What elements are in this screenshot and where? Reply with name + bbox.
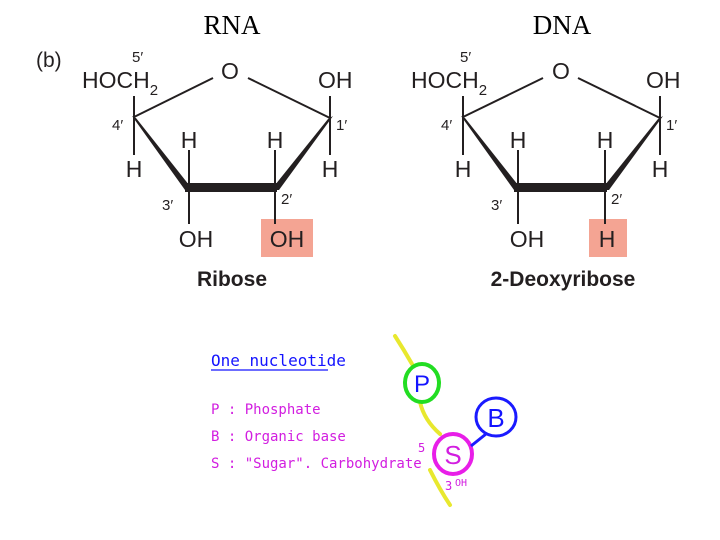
panel-label: (b) [36,49,62,72]
ribose-ring-o: O [221,58,239,84]
ribose-wedge-c1-c2 [271,116,333,190]
deoxyribose-bond-c3-c2 [514,183,607,192]
deoxyribose-c4-label: 4′ [441,117,452,134]
three-prime-marker: 3 [445,479,452,493]
deoxyribose-ring-o: O [552,58,570,84]
ribose-c2-label: 2′ [281,191,292,208]
ribose-h-c2-up: H [267,127,284,153]
rna-title: RNA [203,10,261,40]
ribose-structure: 5′ HOCH2 O OH 1′ 4′ H H H H 3′ 2′ OH OH … [82,49,353,291]
ribose-h-c4-down: H [126,156,143,182]
nucleotide-sketch: One nucleotide P : Phosphate B : Organic… [211,334,518,507]
deoxyribose-top-right-oh: OH [646,67,681,93]
deoxyribose-c3-label: 3′ [491,197,502,214]
dna-title: DNA [533,10,592,40]
ribose-bond-o-c1 [247,77,331,119]
ribose-bottom-right-oh: OH [270,226,305,252]
ribose-h-c1-down: H [322,156,339,182]
ribose-bond-c4-o [133,77,214,118]
backbone-mid-stroke [418,400,442,436]
deoxyribose-h-c4-down: H [455,156,472,182]
ribose-c1-label: 1′ [336,117,347,134]
ribose-bond-c3-c2 [185,183,277,192]
ribose-name: Ribose [197,268,267,291]
sugar-symbol: S [444,440,461,470]
deoxyribose-bond-o-c1 [577,77,661,119]
ribose-h-c3-up: H [181,127,198,153]
deoxyribose-h-c3-up: H [510,127,527,153]
sugar-circle [432,432,474,476]
ribose-c3-label: 3′ [162,197,173,214]
deoxyribose-structure: 5′ HOCH2 O OH 1′ 4′ H H H H 3′ 2′ OH H 2… [411,49,681,291]
three-oh-label: OH [455,478,467,489]
ribose-2oh-highlight [261,219,313,257]
deoxyribose-bottom-left-oh: OH [510,226,545,252]
phosphate-circle [403,362,441,404]
deoxyribose-hoch2: HOCH2 [411,67,487,99]
sugar-base-link [470,432,487,448]
ribose-hoch2: HOCH2 [82,67,158,99]
ribose-wedge-c4-c3 [132,116,193,190]
ribose-bottom-left-oh: OH [179,226,214,252]
deoxyribose-c1-label: 1′ [666,117,677,134]
nucleotide-sugar-line: S : "Sugar". Carbohydrate [211,456,422,472]
ribose-c5-label: 5′ [132,49,143,66]
deoxyribose-2h-highlight [589,219,627,257]
ribose-c4-label: 4′ [112,117,123,134]
nucleotide-phosphate-line: P : Phosphate [211,402,321,418]
deoxyribose-bottom-right-h: H [599,226,616,252]
five-prime-marker: 5 [418,441,425,455]
nucleotide-title: One nucleotide [211,351,346,370]
base-circle [474,396,518,438]
backbone-bottom-stroke [428,468,452,507]
nucleotide-base-line: B : Organic base [211,429,346,445]
backbone-top-stroke [393,334,414,366]
deoxyribose-h-c2-up: H [597,127,614,153]
phosphate-symbol: P [414,371,430,398]
deoxyribose-bond-c4-o [462,77,544,118]
deoxyribose-wedge-c1-c2 [601,116,663,190]
deoxyribose-c5-label: 5′ [460,49,471,66]
ribose-top-right-oh: OH [318,67,353,93]
base-symbol: B [487,403,504,433]
deoxyribose-wedge-c4-c3 [461,116,522,190]
deoxyribose-h-c1-down: H [652,156,669,182]
deoxyribose-name: 2-Deoxyribose [491,268,636,291]
deoxyribose-c2-label: 2′ [611,191,622,208]
